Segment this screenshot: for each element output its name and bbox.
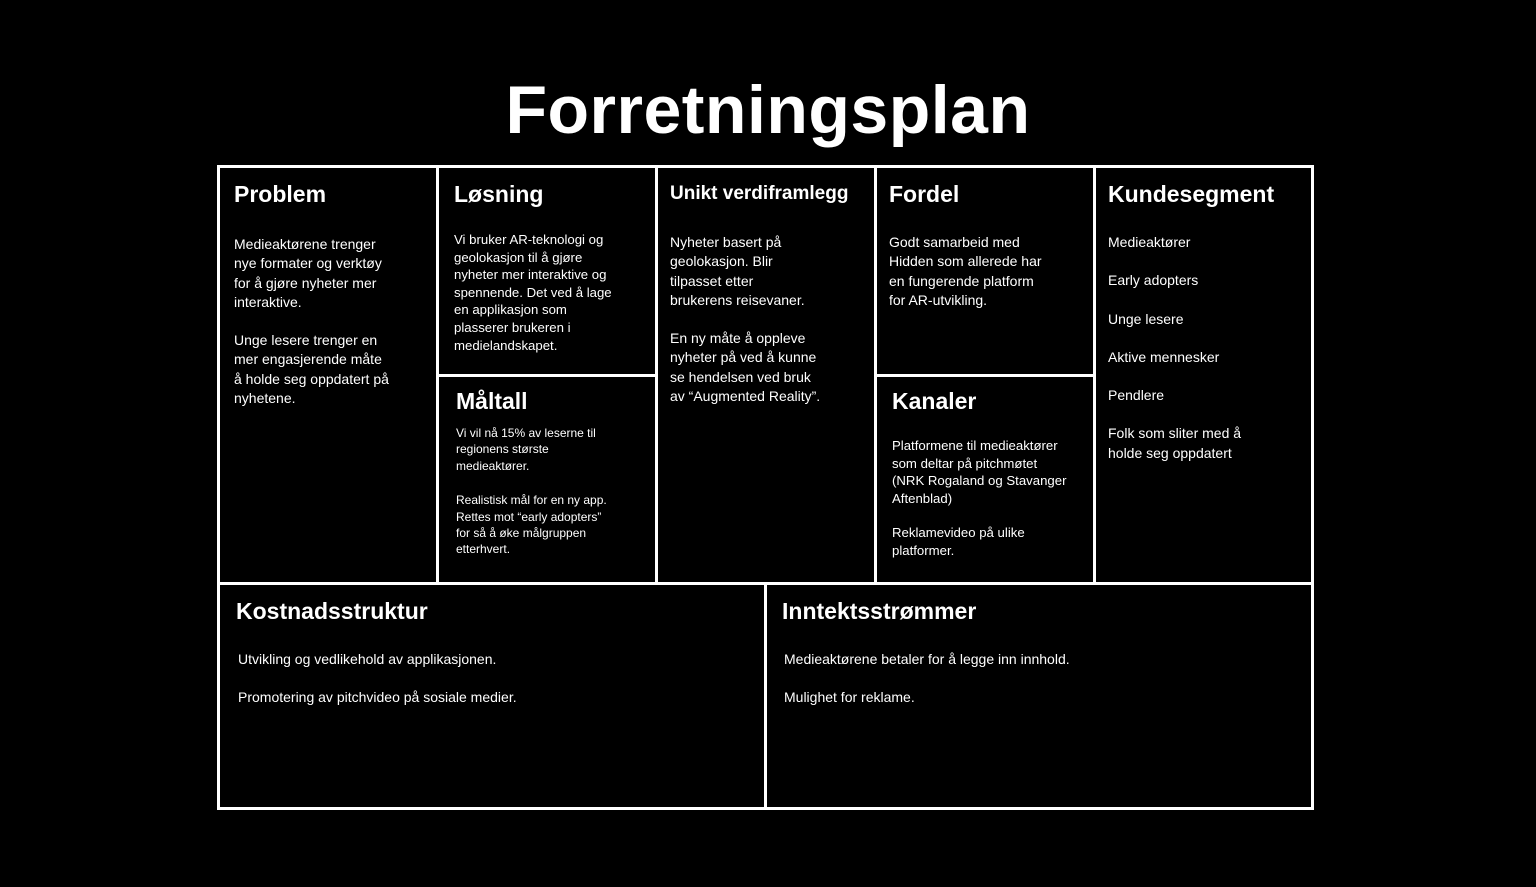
fordel-heading: Fordel (889, 181, 960, 207)
segment-item: Folk som sliter med å holde seg oppdater… (1108, 425, 1242, 461)
segment-item: Unge lesere (1108, 310, 1184, 327)
verdiframlegg-text-2: En ny måte å oppleve nyheter på ved å ku… (670, 330, 821, 405)
kostnad-text-2: Promotering av pitchvideo på sosiale med… (238, 689, 517, 706)
segment-item: Medieaktører (1108, 234, 1191, 250)
kostnad-heading: Kostnadsstruktur (236, 598, 428, 624)
segment-item: Pendlere (1108, 387, 1165, 404)
kanaler-text-1: Platformene til medieaktører som deltar … (892, 438, 1067, 506)
inntekt-text-1: Medieaktørene betaler for å legge inn in… (784, 651, 1070, 667)
problem-block: Problem Medieaktørene trenger nye format… (217, 165, 439, 585)
inntekt-heading: Inntektsstrømmer (782, 598, 977, 624)
losning-block: Løsning Vi bruker AR-teknologi og geolok… (436, 165, 658, 377)
maltall-block: Måltall Vi vil nå 15% av leserne til reg… (436, 374, 658, 585)
fordel-block: Fordel Godt samarbeid med Hidden som all… (874, 165, 1096, 377)
kundesegment-heading: Kundesegment (1108, 181, 1275, 207)
losning-heading: Løsning (454, 181, 544, 207)
kanaler-block: Kanaler Platformene til medieaktører som… (874, 374, 1096, 585)
problem-heading: Problem (234, 181, 327, 207)
kanaler-heading: Kanaler (892, 388, 977, 414)
problem-text-1: Medieaktørene trenger nye formater og ve… (234, 236, 382, 310)
inntekt-text-2: Mulighet for reklame. (784, 689, 915, 706)
maltall-text-1: Vi vil nå 15% av leserne til regionens s… (456, 426, 596, 473)
page-title: Forretningsplan (505, 72, 1031, 148)
business-model-canvas: Problem Medieaktørene trenger nye format… (217, 165, 1314, 810)
segment-item: Aktive mennesker (1108, 348, 1220, 365)
kundesegment-block: Kundesegment Medieaktører Early adopters… (1093, 165, 1314, 585)
losning-text: Vi bruker AR-teknologi og geolokasjon ti… (454, 232, 612, 353)
inntekt-block: Inntektsstrømmer Medieaktørene betaler f… (764, 582, 1314, 810)
verdiframlegg-heading: Unikt verdiframlegg (670, 183, 849, 204)
verdiframlegg-text-1: Nyheter basert på geolokasjon. Blir tilp… (670, 234, 805, 308)
problem-text-2: Unge lesere trenger en mer engasjerende … (234, 332, 389, 407)
verdiframlegg-block: Unikt verdiframlegg Nyheter basert på ge… (655, 165, 877, 585)
fordel-text: Godt samarbeid med Hidden som allerede h… (889, 234, 1042, 308)
kostnad-block: Kostnadsstruktur Utvikling og vedlikehol… (217, 582, 767, 810)
kanaler-text-2: Reklamevideo på ulike platformer. (892, 525, 1025, 558)
maltall-heading: Måltall (456, 388, 528, 414)
kostnad-text-1: Utvikling og vedlikehold av applikasjone… (238, 651, 497, 667)
maltall-text-2: Realistisk mål for en ny app. Rettes mot… (456, 493, 607, 557)
segment-item: Early adopters (1108, 272, 1199, 289)
